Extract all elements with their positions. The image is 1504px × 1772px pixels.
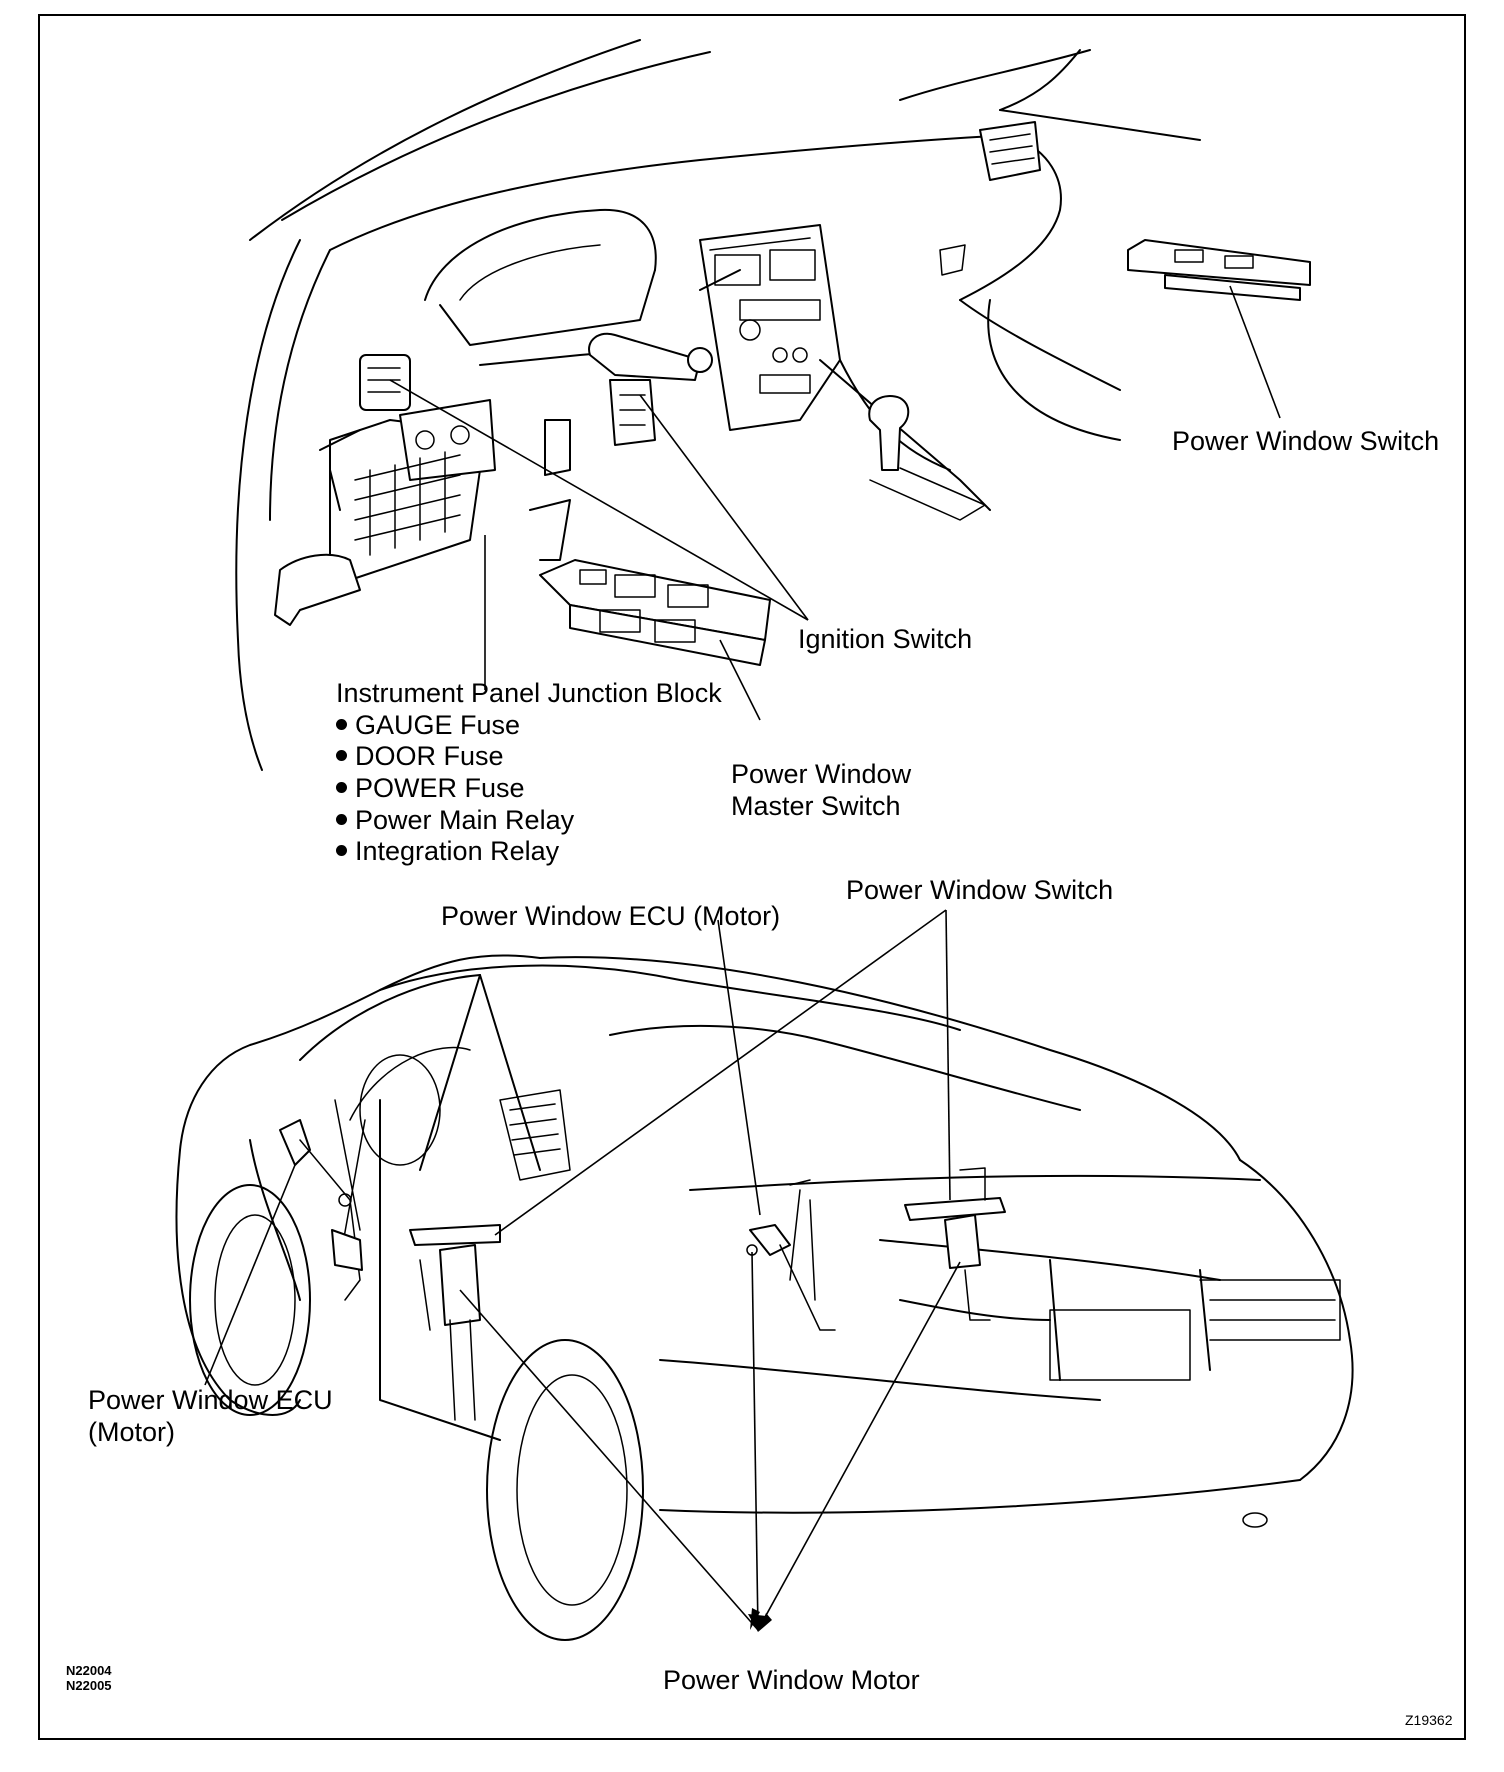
- label-ecu-motor-left-line2: (Motor): [88, 1417, 175, 1447]
- door-mechanism-rear: [746, 1179, 836, 1331]
- junction-item-text: Power Main Relay: [355, 805, 575, 835]
- bullet-dot: [336, 719, 347, 731]
- reference-code-2: N22005: [66, 1678, 112, 1693]
- junction-item-text: GAUGE Fuse: [355, 710, 521, 740]
- junction-item-2: DOOR Fuse: [336, 740, 504, 772]
- bullet-dot: [336, 750, 347, 762]
- reference-code-1: N22004: [66, 1663, 112, 1678]
- door-mechanism-left: [279, 1099, 366, 1301]
- diagram-frame: [38, 14, 1466, 1740]
- junction-item-3: POWER Fuse: [336, 772, 525, 804]
- bullet-dot: [336, 814, 347, 826]
- figure-id: Z19362: [1405, 1712, 1453, 1728]
- label-ecu-motor-left-line1: Power Window ECU: [88, 1385, 333, 1415]
- junction-item-1: GAUGE Fuse: [336, 709, 520, 741]
- junction-item-text: POWER Fuse: [355, 773, 525, 803]
- passenger-switch-illustration: [1127, 239, 1311, 301]
- door-mechanism-front: [409, 1224, 501, 1421]
- junction-item-4: Power Main Relay: [336, 804, 574, 836]
- label-ecu-motor-right: Power Window ECU (Motor): [441, 901, 781, 931]
- dashboard-illustration: [235, 39, 1311, 771]
- label-ignition-switch: Ignition Switch: [798, 624, 973, 654]
- bullet-dot: [336, 782, 347, 794]
- label-junction-block: Instrument Panel Junction Block: [336, 678, 722, 708]
- label-master-switch-line2: Master Switch: [731, 791, 901, 821]
- label-power-window-switch-bottom: Power Window Switch: [846, 875, 1114, 905]
- label-power-window-motor: Power Window Motor: [663, 1665, 920, 1695]
- junction-block-illustration: [274, 399, 496, 626]
- bullet-dot: [336, 845, 347, 857]
- label-power-window-switch-top: Power Window Switch: [1172, 426, 1440, 456]
- label-master-switch-line1: Power Window: [731, 759, 912, 789]
- car-illustration: [175, 909, 1354, 1641]
- junction-item-text: DOOR Fuse: [355, 741, 504, 771]
- junction-item-5: Integration Relay: [336, 835, 559, 867]
- master-switch-illustration: [539, 559, 771, 666]
- door-mechanism-right: [904, 1167, 1006, 1321]
- junction-item-text: Integration Relay: [355, 836, 560, 866]
